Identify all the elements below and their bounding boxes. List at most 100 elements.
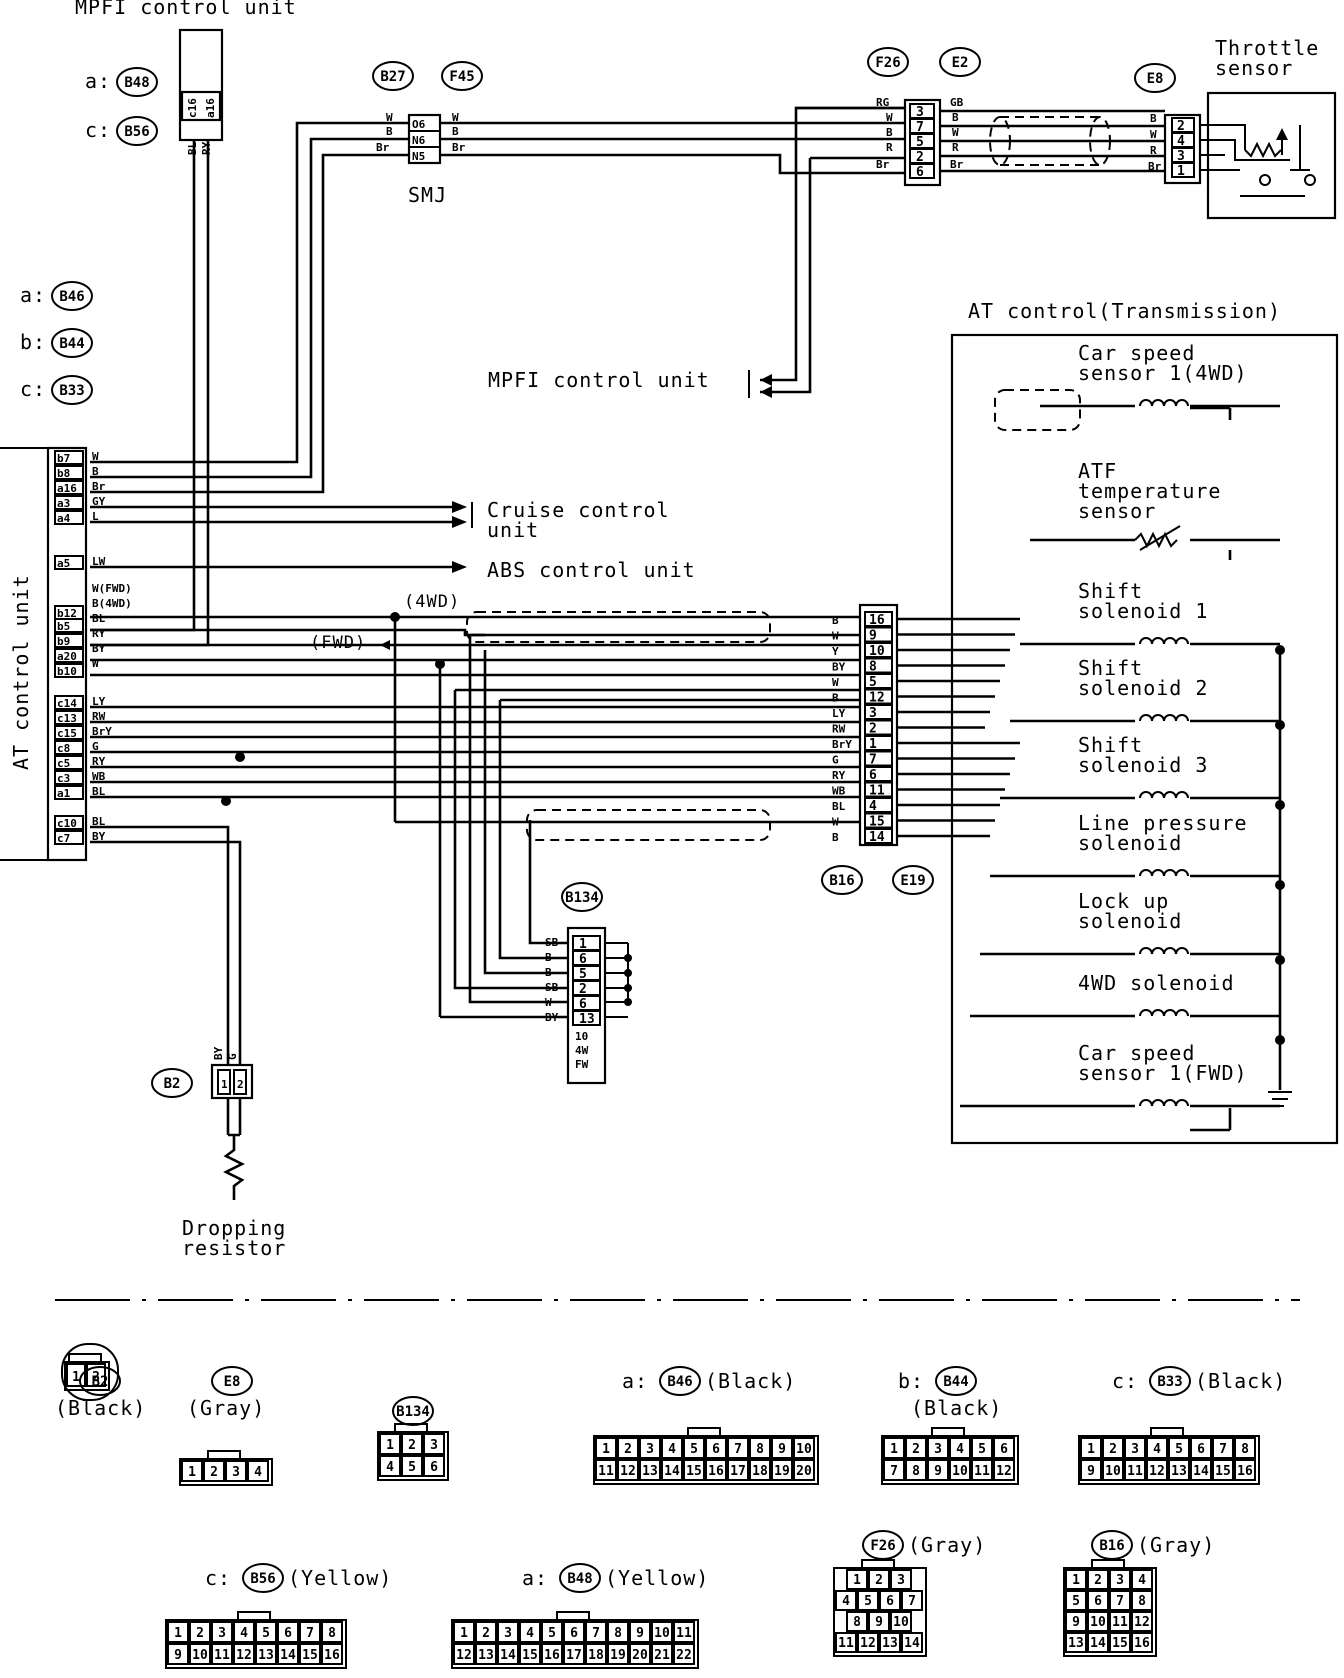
legend-cell <box>683 1437 705 1459</box>
legend-cell-label: 7 <box>1219 1442 1227 1457</box>
legend-cell <box>475 1621 497 1643</box>
svg-text:c16: c16 <box>186 98 199 118</box>
legend-cell-label: 3 <box>646 1442 654 1457</box>
legend-cell-label: 8 <box>853 1615 861 1630</box>
legend-cell-label: 3 <box>218 1626 226 1641</box>
legend-cell <box>453 1643 475 1665</box>
f26-marker <box>867 47 909 77</box>
legend-cell <box>66 1363 86 1387</box>
legend-id: B134 <box>396 1404 430 1420</box>
component-label: solenoid 1 <box>1078 599 1208 623</box>
legend-cell-label: 1 <box>174 1626 182 1641</box>
svg-text:a:: a: <box>85 69 111 93</box>
legend-id: B44 <box>943 1374 968 1390</box>
legend-cell-label: 20 <box>796 1464 812 1479</box>
at-pin-label: b9 <box>57 635 70 648</box>
legend-cell <box>883 1459 905 1481</box>
legend-cell-label: 3 <box>430 1438 438 1453</box>
legend-cell <box>1109 1632 1131 1653</box>
legend-cell <box>890 1611 912 1632</box>
at-pin-b7 <box>54 450 84 465</box>
svg-text:E2: E2 <box>952 55 969 71</box>
b16-pin-label: 14 <box>869 830 885 845</box>
legend-cell <box>835 1632 857 1653</box>
b33-marker <box>51 375 93 405</box>
component-symbol <box>1010 714 1280 723</box>
legend-cell <box>277 1643 299 1665</box>
legend-cell-label: 3 <box>934 1442 942 1457</box>
at-pin-label: c15 <box>57 727 77 740</box>
b2-marker <box>151 1068 193 1098</box>
legend-cell <box>705 1459 727 1481</box>
svg-text:G: G <box>226 1053 239 1060</box>
legend-cell-label: 9 <box>778 1442 786 1457</box>
svg-text:BL: BL <box>186 141 199 155</box>
legend-cell-label: 6 <box>570 1626 578 1641</box>
b134-pin-label: 13 <box>579 1012 595 1027</box>
legend-cell <box>585 1643 607 1665</box>
at-pin-label: a16 <box>57 482 77 495</box>
mpfi-mid-label: MPFI control unit <box>488 368 710 392</box>
component-symbol <box>1040 399 1280 408</box>
svg-text:Br: Br <box>950 158 964 171</box>
legend-id: B16 <box>1099 1538 1124 1554</box>
legend-cell <box>563 1621 585 1643</box>
svg-text:b:: b: <box>20 330 46 354</box>
legend-cell <box>519 1643 541 1665</box>
legend-cell <box>971 1459 993 1481</box>
b134-wire-code: SB <box>545 936 559 949</box>
b134-pin-label: 2 <box>579 982 587 997</box>
legend-id: B56 <box>250 1571 275 1587</box>
legend-cell <box>379 1455 401 1477</box>
legend-cell-label: 2 <box>408 1438 416 1453</box>
legend-cell-label: 4 <box>1138 1573 1146 1588</box>
legend-cell-label: 7 <box>306 1626 314 1641</box>
legend-cell <box>167 1643 189 1665</box>
legend-cell <box>949 1459 971 1481</box>
svg-text:Br: Br <box>1148 160 1162 173</box>
legend-cell-label: 16 <box>1134 1636 1150 1651</box>
legend-cell-label: 8 <box>756 1442 764 1457</box>
legend-cell <box>879 1590 901 1611</box>
at-wire-code: L <box>92 510 99 523</box>
legend-cell <box>595 1459 617 1481</box>
legend-cell <box>617 1459 639 1481</box>
legend-cell-label: 11 <box>974 1464 990 1479</box>
b16-wire-code: BrY <box>832 738 852 751</box>
at-wire-code: B(4WD) <box>92 597 132 610</box>
b134-wire-code: SB <box>545 981 559 994</box>
component-label: Car speed <box>1078 1041 1195 1065</box>
at-wire-code: GY <box>92 495 106 508</box>
svg-text:F45: F45 <box>449 69 474 85</box>
svg-text:2: 2 <box>916 150 924 165</box>
legend-cell <box>1131 1611 1153 1632</box>
legend-cell-label: 14 <box>500 1648 516 1663</box>
f26-pins: 3 7 5 2 6 <box>909 103 935 180</box>
legend-cell <box>629 1643 651 1665</box>
b16-pin-label: 9 <box>869 629 877 644</box>
legend-cell <box>563 1643 585 1665</box>
at-wire-code: G <box>92 740 99 753</box>
mpfi-connector-box <box>178 28 224 142</box>
component-symbol <box>990 869 1280 878</box>
b16-pin-label: 5 <box>869 675 877 690</box>
legend-color: (Black) <box>911 1396 1002 1420</box>
legend-cell-label: 10 <box>654 1626 670 1641</box>
legend-cell <box>299 1643 321 1665</box>
at-pin-c5 <box>54 755 84 770</box>
legend-cell <box>905 1459 927 1481</box>
at-pin-c3 <box>54 770 84 785</box>
at-trans-label: AT control(Transmission) <box>968 299 1281 323</box>
legend-cell-label: 8 <box>912 1464 920 1479</box>
legend-cell <box>993 1459 1015 1481</box>
at-pin-c15 <box>54 725 84 740</box>
legend-cell <box>793 1459 815 1481</box>
legend-cell-label: 2 <box>210 1465 218 1480</box>
b16-pin-label: 7 <box>869 753 877 768</box>
at-pin-label: c13 <box>57 712 77 725</box>
legend-cell-label: 10 <box>796 1442 812 1457</box>
b16-pin-10 <box>864 642 893 658</box>
b48-marker <box>116 67 158 97</box>
